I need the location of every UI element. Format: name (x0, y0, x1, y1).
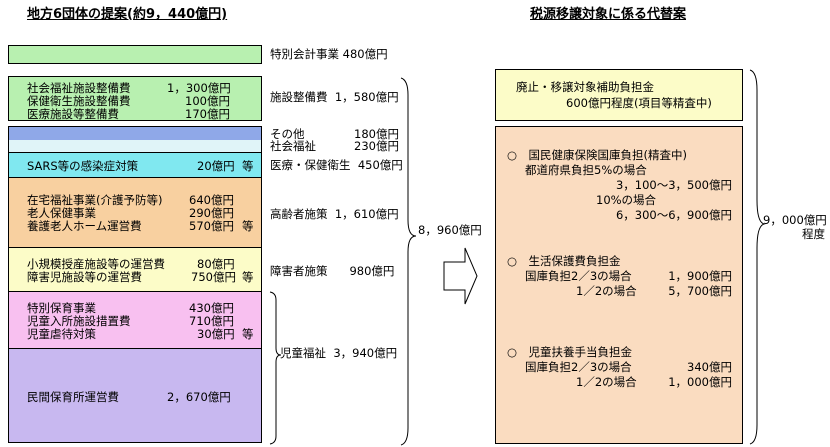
left-total-brace (400, 77, 417, 446)
special-name: 特別会計事業 (270, 47, 339, 61)
item-label: 養護老人ホーム運営費 (27, 219, 142, 233)
alt-line: 都道府県負担5%の場合 (525, 163, 647, 177)
elderly-box: 在宅福祉事業(介護予防等) 640億円 老人保健事業 290億円 養護老人ホーム運営… (8, 177, 262, 248)
item-label: 障害児施設等の運営費 (27, 270, 142, 284)
alt-line: 1／2の場合 (576, 284, 637, 298)
disabled-amount: 980億円 (349, 264, 395, 278)
special-account-bar (8, 45, 262, 64)
medical-box: SARS等の感染症対策 20億円等 (8, 152, 262, 178)
item-label: 特別保育事業 (27, 301, 96, 315)
child-brace (269, 291, 282, 445)
item-amount: 170億円 (185, 107, 230, 121)
right-total-brace (749, 69, 766, 445)
left-title: 地方6団体の提案(約9，440億円) (27, 7, 228, 22)
medical-total: 医療・保健衛生 450億円 (270, 159, 403, 172)
left-total: 8，960億円 (418, 223, 482, 237)
item-label: 老人保健事業 (27, 206, 96, 220)
facilities-total-label: 施設整備費 (270, 90, 328, 104)
item-amount: 570億円 (189, 219, 234, 233)
item-label: 医療施設等整備費 (27, 107, 119, 121)
item-amount: 290億円 (189, 206, 234, 220)
facilities-total-amount: 1，580億円 (334, 90, 399, 104)
etc-label: 等 (242, 270, 254, 284)
disabled-total: 障害者施策 980億円 (270, 265, 394, 278)
other-amount: 180億円 (354, 127, 399, 141)
item-label: 民間保育所運営費 (27, 390, 119, 404)
item-amount: 2，670億円 (167, 390, 231, 404)
alt-line: 国庫負担2／3の場合 (525, 360, 632, 374)
etc-label: 等 (242, 327, 254, 341)
right-total-suffix: 程度 (802, 227, 825, 241)
etc-label: 等 (242, 159, 254, 173)
medical-amount: 450億円 (357, 158, 403, 172)
other-label: その他 180億円 (270, 127, 399, 141)
alt-amount: 340億円 (687, 360, 732, 374)
item-label: 社会福祉施設整備費 (27, 81, 131, 95)
arrow-icon (443, 247, 478, 305)
abolish-line2: 600億円程度(項目等精査中) (566, 96, 712, 110)
medical-name: 医療・保健衛生 (270, 158, 351, 172)
social-name: 社会福祉 (270, 139, 316, 153)
alt-amount: 1，900億円 (668, 269, 732, 283)
item-amount: 640億円 (189, 193, 234, 207)
right-title: 税源移譲対象に係る代替案 (530, 7, 687, 22)
alternatives-box: ○ 国民健康保険国庫負担(精査中) 都道府県負担5%の場合 3，100～3，50… (495, 126, 743, 444)
alt-amount: 5，700億円 (668, 284, 732, 298)
abolish-line1: 廃止・移譲対象補助負担金 (516, 80, 654, 94)
elderly-total: 高齢者施策 1，610億円 (270, 208, 399, 221)
disabled-name: 障害者施策 (270, 264, 328, 278)
right-total: 9，000億円 (763, 213, 827, 227)
nursery-box: 民間保育所運営費 2，670億円 (8, 348, 262, 443)
other-name: その他 (270, 127, 305, 141)
alt-line: 10%の場合 (596, 193, 657, 207)
item-label: 児童虐待対策 (27, 327, 96, 341)
social-amount: 230億円 (354, 139, 399, 153)
item-label: SARS等の感染症対策 (27, 159, 139, 173)
item-label: 在宅福祉事業(介護予防等) (27, 193, 163, 207)
facilities-box: 社会福祉施設整備費 1，300億円 保健衛生施設整備費 100億円 医療施設等整備費… (8, 76, 262, 121)
item-amount: 710億円 (189, 314, 234, 328)
social-label: 社会福祉 230億円 (270, 139, 399, 153)
item-label: 小規模授産施設等の運営費 (27, 257, 165, 271)
item-amount: 80億円 (197, 257, 235, 271)
etc-label: 等 (242, 219, 254, 233)
elderly-amount: 1，610億円 (334, 207, 399, 221)
child-amount: 3，940億円 (333, 346, 398, 360)
item-label: 保健衛生施設整備費 (27, 94, 131, 108)
alt-head: ○ 国民健康保険国庫負担(精査中) (507, 148, 688, 162)
child-name: 児童福祉 (280, 346, 326, 360)
facilities-total: 施設整備費 1，580億円 (270, 91, 399, 104)
item-amount: 20億円 (197, 159, 235, 173)
alt-head: ○ 児童扶養手当負担金 (507, 345, 633, 359)
alt-amount: 3，100～3，500億円 (615, 178, 732, 192)
item-amount: 750億円 (191, 270, 236, 284)
item-amount: 30億円 (197, 327, 235, 341)
special-amount: 480億円 (342, 47, 388, 61)
item-amount: 100億円 (185, 94, 230, 108)
disabled-box: 小規模授産施設等の運営費 80億円 障害児施設等の運営費 750億円等 (8, 247, 262, 292)
alt-line: 1／2の場合 (576, 375, 637, 389)
item-label: 児童入所施設措置費 (27, 314, 131, 328)
alt-head: ○ 生活保護費負担金 (507, 254, 621, 268)
special-label: 特別会計事業 480億円 (270, 48, 388, 61)
elderly-name: 高齢者施策 (270, 207, 328, 221)
child-total: 児童福祉 3，940億円 (280, 347, 397, 360)
alt-amount: 1，000億円 (668, 375, 732, 389)
alt-amount: 6，300～6，900億円 (615, 208, 732, 222)
item-amount: 1，300億円 (167, 81, 231, 95)
alt-line: 国庫負担2／3の場合 (525, 269, 632, 283)
abolish-box: 廃止・移譲対象補助負担金 600億円程度(項目等精査中) (495, 69, 743, 121)
item-amount: 430億円 (189, 301, 234, 315)
